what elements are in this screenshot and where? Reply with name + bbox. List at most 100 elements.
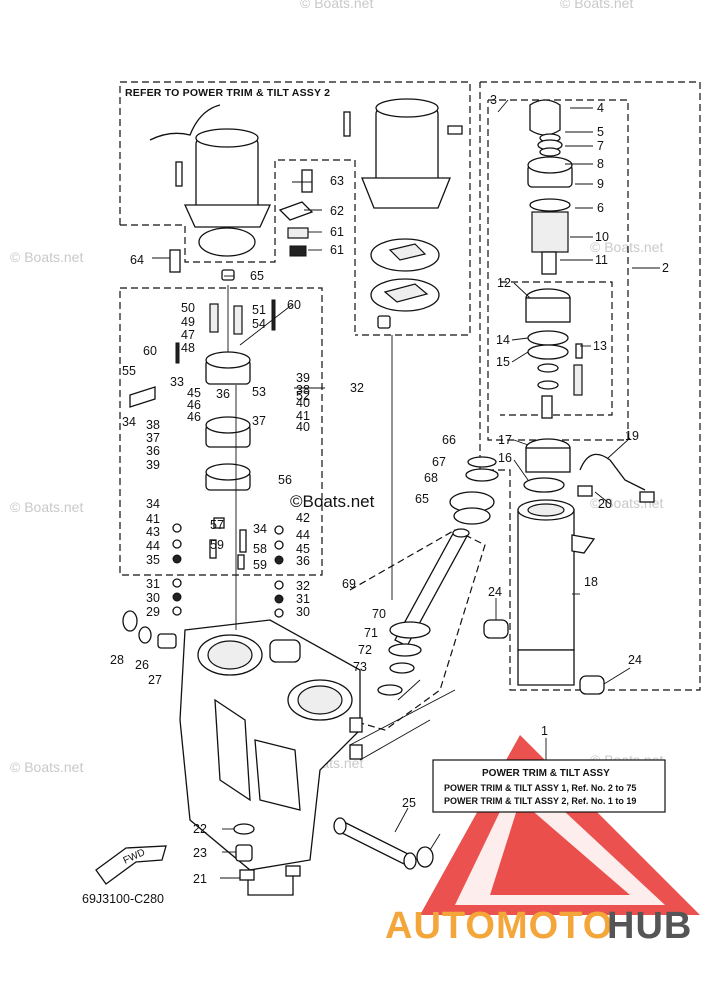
callout-number: 37 xyxy=(146,431,160,445)
callout-number: 21 xyxy=(193,872,207,886)
valve-parts-lower xyxy=(172,517,284,618)
callout-number: 34 xyxy=(146,497,160,511)
callout-number: 73 xyxy=(353,660,367,674)
callout-number: 20 xyxy=(598,497,612,511)
callout-number: 58 xyxy=(253,542,267,556)
callout-number: 36 xyxy=(216,387,230,401)
legend-ref: 1 xyxy=(541,724,548,738)
assembly-header-label: REFER TO POWER TRIM & TILT ASSY 2 xyxy=(125,87,330,99)
callout-number: 27 xyxy=(148,673,162,687)
watermark: © Boats.net xyxy=(560,0,633,11)
callout-number: 36 xyxy=(296,554,310,568)
callout-number: 41 xyxy=(296,409,310,423)
callout-number: 65 xyxy=(250,269,264,283)
callout-number: 23 xyxy=(193,846,207,860)
callout-number: 28 xyxy=(110,653,124,667)
tilt-pin xyxy=(333,817,434,870)
callout-number: 44 xyxy=(146,539,160,553)
callout-number: 67 xyxy=(432,455,446,469)
valve-parts-upper xyxy=(169,169,314,281)
callout-number: 34 xyxy=(253,522,267,536)
callout-number: 29 xyxy=(146,605,160,619)
callout-number: 61 xyxy=(330,225,344,239)
trim-rod xyxy=(377,456,499,696)
callout-number: 55 xyxy=(122,364,136,378)
callout-number: 54 xyxy=(252,317,266,331)
callout-number: 19 xyxy=(625,429,639,443)
callout-number: 46 xyxy=(187,398,201,412)
callout-number: 70 xyxy=(372,607,386,621)
callout-number: 57 xyxy=(210,518,224,532)
callout-number: 40 xyxy=(296,396,310,410)
legend-row: POWER TRIM & TILT ASSY 1, Ref. No. 2 to … xyxy=(444,783,636,793)
callout-number: 9 xyxy=(597,177,604,191)
callout-number: 47 xyxy=(181,328,195,342)
callout-number: 38 xyxy=(146,418,160,432)
callout-number: 45 xyxy=(187,386,201,400)
callout-number: 11 xyxy=(595,253,608,267)
callout-number: 10 xyxy=(595,230,609,244)
legend-title: POWER TRIM & TILT ASSY xyxy=(482,768,610,779)
logo-text-part1: AUTOMOTO xyxy=(385,905,613,947)
callout-number: 45 xyxy=(296,542,310,556)
fwd-arrow-icon: FWD xyxy=(95,845,167,885)
callout-number: 16 xyxy=(498,451,512,465)
callout-number: 32 xyxy=(296,579,310,593)
housing-fittings xyxy=(122,610,177,649)
callout-number: 39 xyxy=(146,458,160,472)
callout-number: 8 xyxy=(597,157,604,171)
callout-number: 14 xyxy=(496,333,510,347)
callout-number: 17 xyxy=(498,433,512,447)
watermark: © Boats.net xyxy=(10,249,83,265)
callout-number: 13 xyxy=(593,339,607,353)
callout-number: 24 xyxy=(628,653,642,667)
callout-number: 5 xyxy=(597,125,604,139)
callout-number: 31 xyxy=(296,592,310,606)
callout-number: 52 xyxy=(296,389,310,403)
watermark: © Boats.net xyxy=(10,759,83,775)
callout-number: 32 xyxy=(350,381,364,395)
callout-number: 35 xyxy=(146,553,160,567)
callout-number: 38 xyxy=(296,383,310,397)
main-housing xyxy=(179,619,456,871)
leader-lines xyxy=(152,99,660,879)
callout-number: 40 xyxy=(296,420,310,434)
callout-number: 68 xyxy=(424,471,438,485)
callout-number: 18 xyxy=(584,575,598,589)
callout-number: 30 xyxy=(296,605,310,619)
callout-number: 30 xyxy=(146,591,160,605)
callout-number: 36 xyxy=(146,444,160,458)
center-watermark: ©Boats.net xyxy=(290,492,375,511)
watermark: © Boats.net xyxy=(590,239,663,255)
callout-number: 15 xyxy=(496,355,510,369)
callout-number: 31 xyxy=(146,577,160,591)
callout-number: 41 xyxy=(146,512,160,526)
callout-number: 3 xyxy=(490,93,497,107)
tilt-cylinder xyxy=(483,99,655,695)
callout-number: 44 xyxy=(296,528,310,542)
bottom-fittings xyxy=(233,823,301,896)
callout-number: 37 xyxy=(252,414,266,428)
watermark: © Boats.net xyxy=(10,499,83,515)
callout-number: 39 xyxy=(296,371,310,385)
trim-motor-reference xyxy=(149,104,272,257)
callout-number: 2 xyxy=(662,261,669,275)
callout-number: 24 xyxy=(488,585,502,599)
callout-number: 12 xyxy=(497,276,511,290)
valve-block xyxy=(129,285,276,491)
callout-number: 26 xyxy=(135,658,149,672)
callout-number: 48 xyxy=(181,341,195,355)
callout-number: 43 xyxy=(146,525,160,539)
callout-number: 22 xyxy=(193,822,207,836)
legend-box: 1 POWER TRIM & TILT ASSY POWER TRIM & TI… xyxy=(432,724,666,813)
callout-number: 59 xyxy=(253,558,267,572)
callout-number: 66 xyxy=(442,433,456,447)
callout-number: 69 xyxy=(342,577,356,591)
callout-number: 46 xyxy=(187,410,201,424)
callout-number: 34 xyxy=(122,415,136,429)
callout-number: 60 xyxy=(287,298,301,312)
callout-number: 49 xyxy=(181,315,195,329)
callout-number: 60 xyxy=(143,344,157,358)
callout-number: 63 xyxy=(330,174,344,188)
callout-number: 33 xyxy=(170,375,184,389)
